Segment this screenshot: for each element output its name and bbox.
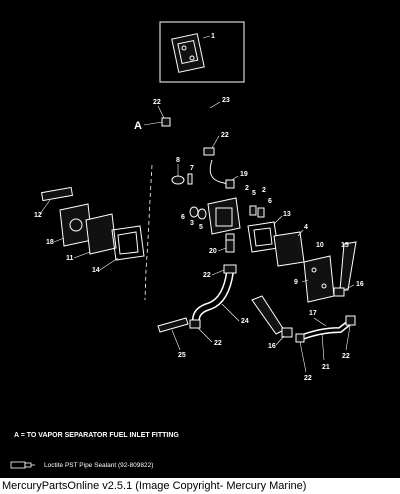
part-22-clamp[interactable] (203, 147, 215, 156)
part-8-disc[interactable] (171, 175, 185, 185)
callout-10: 10 (316, 242, 324, 249)
callout-9: 9 (294, 279, 298, 286)
part-6-screw[interactable] (257, 207, 265, 218)
part-22-clamp[interactable] (189, 319, 201, 329)
copyright-footer: MercuryPartsOnline v2.5.1 (Image Copyrig… (0, 478, 400, 494)
part-pump-body[interactable] (207, 197, 241, 235)
part-12-fitting[interactable] (40, 186, 74, 202)
callout-25: 25 (178, 352, 186, 359)
callout-19: 19 (240, 171, 248, 178)
callout-15: 15 (341, 242, 349, 249)
callout-6: 6 (181, 214, 185, 221)
callout-14: 14 (92, 267, 100, 274)
part-11-diaphragm[interactable] (85, 213, 117, 255)
callout-13: 13 (283, 211, 291, 218)
callout-2: 2 (262, 187, 266, 194)
callout-18: 18 (46, 239, 54, 246)
part-20-fitting[interactable] (225, 233, 235, 253)
part-14-gasket[interactable] (111, 225, 145, 261)
exploded-parts-diagram: 1 22 23 22 A 8 7 19 2 5 2 6 (34, 21, 364, 382)
part-23-hose[interactable] (168, 103, 215, 151)
part-5-screw[interactable] (249, 205, 257, 216)
callout-5: 5 (252, 190, 256, 197)
callout-22: 22 (153, 99, 161, 106)
callout-22: 22 (221, 132, 229, 139)
part-7-fitting[interactable] (187, 173, 193, 185)
callout-8: 8 (176, 157, 180, 164)
callout-23: 23 (222, 97, 230, 104)
part-25-fitting[interactable] (157, 317, 189, 333)
part-22-clamp[interactable] (295, 333, 305, 343)
callout-5: 5 (199, 224, 203, 231)
part-22-clamp[interactable] (345, 315, 356, 326)
part-19-line[interactable] (209, 159, 235, 189)
part-22-clamp[interactable] (223, 264, 237, 274)
dashed-separator (144, 164, 153, 301)
part-6-ring[interactable] (189, 206, 207, 220)
part-16-elbow[interactable] (281, 327, 293, 338)
label-a: A (134, 120, 142, 132)
part-1-fuel-pump-assembly[interactable] (171, 33, 205, 73)
sealant-tube-icon (10, 461, 35, 469)
callout-22: 22 (214, 340, 222, 347)
callout-16: 16 (268, 343, 276, 350)
callout-22: 22 (342, 353, 350, 360)
callout-20: 20 (209, 248, 217, 255)
callout-21: 21 (322, 364, 330, 371)
part-13-gasket[interactable] (247, 221, 279, 253)
callout-2: 2 (245, 185, 249, 192)
callout-17: 17 (309, 310, 317, 317)
sealant-legend: Loctite PST Pipe Sealant (92-809822) (10, 459, 153, 471)
part-21-hose[interactable] (298, 319, 352, 341)
callout-12: 12 (34, 212, 42, 219)
callout-11: 11 (66, 255, 74, 262)
part-16-fitting[interactable] (333, 287, 345, 297)
callout-16: 16 (356, 281, 364, 288)
part-4-diaphragm[interactable] (273, 231, 305, 267)
callout-4: 4 (304, 224, 308, 231)
part-24-hose[interactable] (192, 271, 234, 321)
sealant-label: Loctite PST Pipe Sealant (92-809822) (44, 461, 154, 469)
callout-6: 6 (268, 198, 272, 205)
part-17-fitting[interactable] (251, 295, 285, 335)
callout-22: 22 (203, 272, 211, 279)
part-22-clamp[interactable] (161, 117, 171, 127)
part-9-cover[interactable] (303, 255, 335, 303)
callout-1: 1 (211, 33, 215, 40)
legend-note: A = TO VAPOR SEPARATOR FUEL INLET FITTIN… (14, 432, 179, 439)
callout-3: 3 (190, 220, 194, 227)
inset-frame (159, 21, 245, 83)
callout-24: 24 (241, 318, 249, 325)
part-15-fitting[interactable] (339, 241, 357, 291)
callout-7: 7 (190, 165, 194, 172)
callout-22: 22 (304, 375, 312, 382)
